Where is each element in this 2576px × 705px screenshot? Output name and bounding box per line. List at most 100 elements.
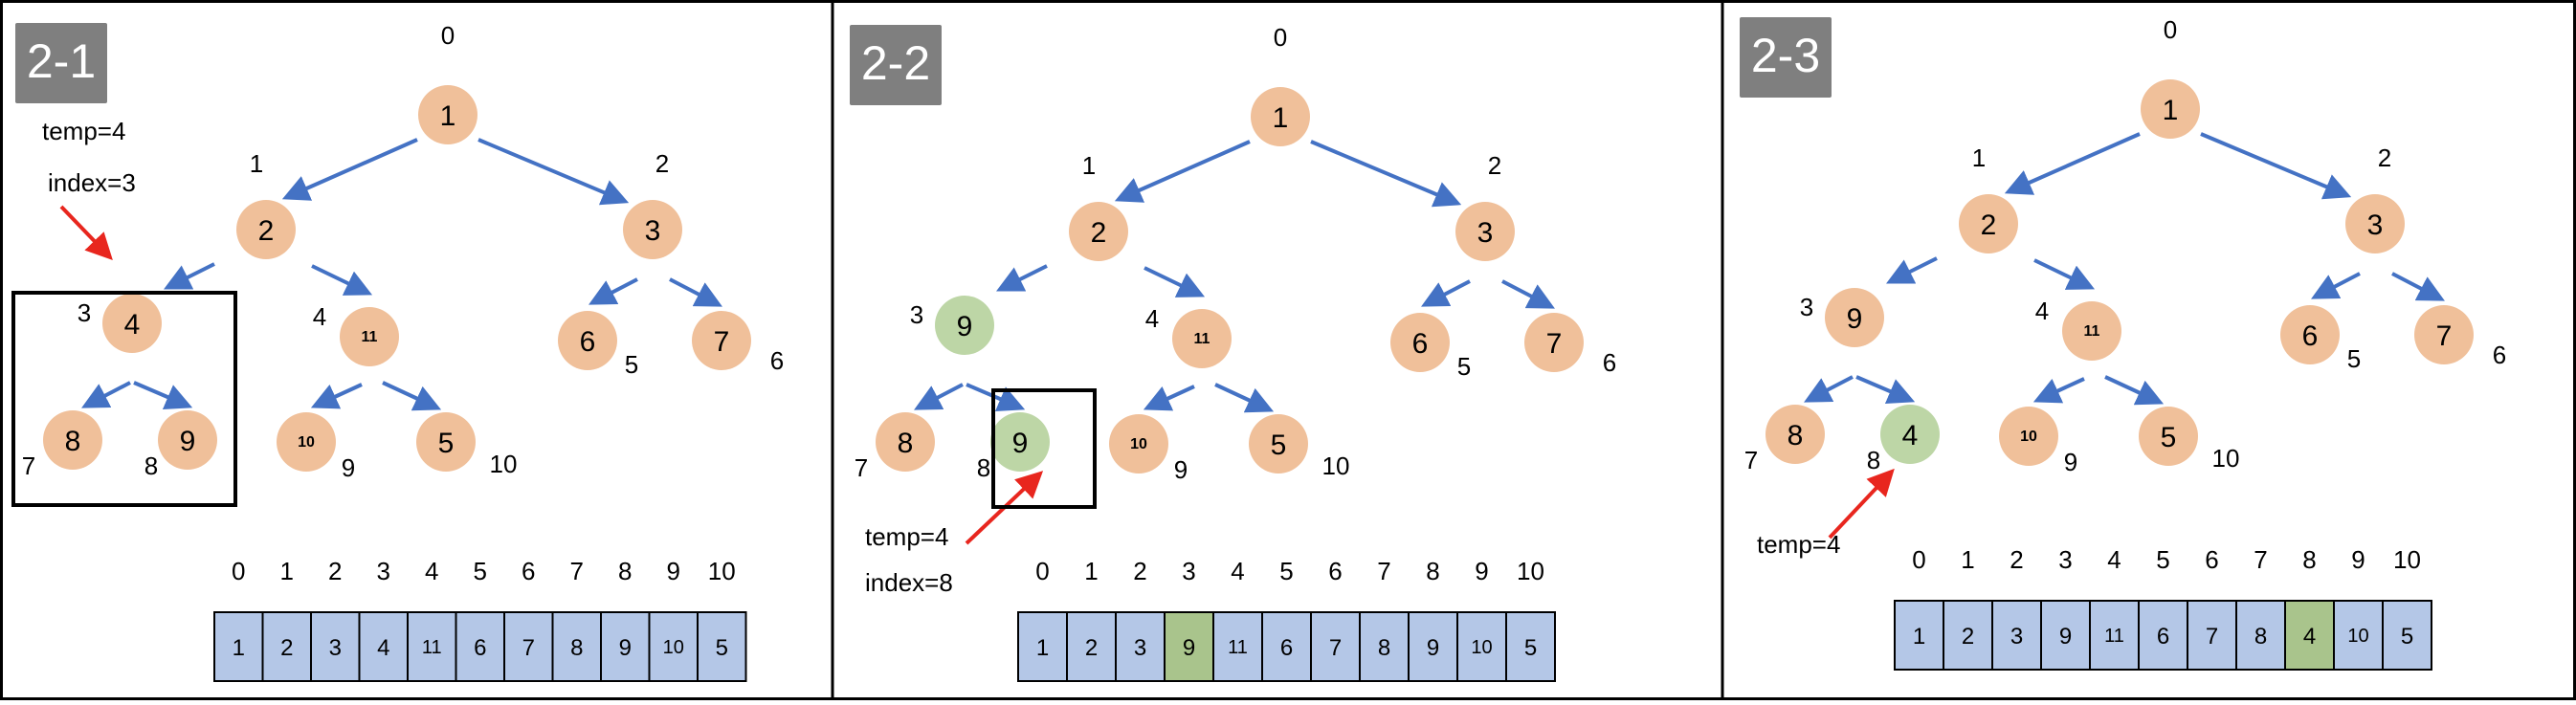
node-value: 3 bbox=[2367, 209, 2384, 241]
array-index-label: 7 bbox=[1377, 557, 1390, 585]
array-cell-box bbox=[1066, 611, 1117, 682]
node-value: 1 bbox=[1273, 102, 1289, 134]
node-circle bbox=[1959, 194, 2018, 253]
array-index-label: 1 bbox=[1084, 557, 1098, 585]
array-cell-box bbox=[1943, 600, 1993, 671]
array-index-label: 3 bbox=[2058, 545, 2072, 574]
tree-node: 10 bbox=[1251, 23, 1310, 146]
node-circle bbox=[416, 412, 476, 472]
node-index-label: 4 bbox=[1145, 304, 1159, 333]
array-cell: 7 bbox=[1310, 611, 1361, 682]
array-index-label: 6 bbox=[522, 557, 535, 585]
node-index-label: 10 bbox=[2212, 444, 2240, 473]
node-index-label: 5 bbox=[2347, 344, 2361, 373]
array-cell-value: 4 bbox=[2303, 624, 2316, 650]
node-index-label: 5 bbox=[625, 350, 638, 379]
edge-4-10 bbox=[382, 381, 442, 411]
node-circle bbox=[935, 296, 994, 355]
edge-4-9 bbox=[2032, 377, 2085, 404]
edge-2-5 bbox=[1421, 279, 1471, 307]
node-index-label: 7 bbox=[22, 452, 35, 480]
node-circle bbox=[623, 200, 682, 259]
node-value: 9 bbox=[1847, 303, 1863, 335]
tree-node: 10 bbox=[2141, 15, 2200, 139]
array-cell-box bbox=[697, 611, 747, 682]
node-index-label: 0 bbox=[2164, 15, 2177, 44]
edge-3-7 bbox=[914, 383, 964, 410]
array-cell-value: 2 bbox=[1085, 635, 1098, 661]
node-index-label: 1 bbox=[250, 149, 263, 178]
tree-node: 21 bbox=[1069, 151, 1128, 261]
edge-1-3 bbox=[1885, 256, 1938, 284]
node-circle bbox=[1455, 202, 1515, 261]
tree-node: 510 bbox=[416, 412, 517, 478]
array-index-label: 4 bbox=[1231, 557, 1244, 585]
node-value: 8 bbox=[898, 428, 914, 459]
edge-1-4 bbox=[2033, 258, 2096, 290]
array-cell: 7 bbox=[2187, 600, 2237, 671]
node-index-label: 2 bbox=[1488, 151, 1501, 180]
step-badge bbox=[15, 23, 107, 103]
tree-node: 114 bbox=[2035, 297, 2121, 361]
node-circle bbox=[1390, 313, 1450, 372]
node-circle bbox=[2345, 194, 2405, 253]
array-index-label: 8 bbox=[618, 557, 632, 585]
tree-node: 21 bbox=[236, 149, 296, 259]
array-cell: 6 bbox=[2138, 600, 2188, 671]
array-cell: 5 bbox=[2382, 600, 2432, 671]
tree-node: 76 bbox=[692, 311, 784, 375]
node-circle bbox=[1069, 202, 1128, 261]
array-cell-value: 1 bbox=[233, 635, 245, 661]
node-circle bbox=[43, 410, 102, 470]
array-cell: 3 bbox=[310, 611, 361, 682]
array-cell-value: 7 bbox=[2206, 624, 2218, 650]
edge-0-2 bbox=[1310, 140, 1462, 208]
node-circle bbox=[1524, 313, 1584, 372]
tree-node: 32 bbox=[623, 149, 682, 259]
edge-4-10 bbox=[2104, 375, 2165, 406]
edge-2-6 bbox=[1501, 279, 1555, 309]
array-cell-value: 6 bbox=[1280, 635, 1293, 661]
array-cell: 1 bbox=[1894, 600, 1944, 671]
array-cell-box bbox=[213, 611, 264, 682]
node-circle bbox=[2414, 305, 2474, 364]
tree-node: 11 4 bbox=[1145, 304, 1232, 368]
array-cell-value: 1 bbox=[1036, 635, 1049, 661]
array-index-label: 9 bbox=[2351, 545, 2365, 574]
array-cell: 4 bbox=[358, 611, 409, 682]
edge-4-10 bbox=[1214, 383, 1275, 413]
array-cell-box bbox=[2235, 600, 2286, 671]
node-circle bbox=[102, 294, 162, 353]
array-index-label: 2 bbox=[328, 557, 342, 585]
array-cell: 2 bbox=[1943, 600, 1993, 671]
array-index-label: 0 bbox=[232, 557, 245, 585]
array-cell-value: 8 bbox=[570, 635, 583, 661]
node-index-label: 3 bbox=[78, 298, 91, 327]
array-cell-value: 7 bbox=[1329, 635, 1342, 661]
temp-annotation: temp=4 bbox=[1757, 530, 1840, 559]
node-index-label: 3 bbox=[910, 300, 923, 329]
edge-0-1 bbox=[1114, 140, 1251, 203]
array-cell: 6 bbox=[455, 611, 505, 682]
tree-node: 87 bbox=[22, 410, 102, 480]
node-value: 11 bbox=[1194, 331, 1210, 347]
edge-2-5 bbox=[2311, 272, 2361, 299]
pointer-arrow bbox=[1828, 468, 1895, 540]
node-index-label: 4 bbox=[2035, 297, 2049, 325]
array-index-label: 9 bbox=[667, 557, 680, 585]
array-cell: 5 bbox=[1505, 611, 1556, 682]
edge-4-9 bbox=[1143, 385, 1195, 411]
index-annotation: index=3 bbox=[48, 168, 136, 197]
tree-node: 76 bbox=[1524, 313, 1616, 377]
array-cell-box bbox=[1017, 611, 1068, 682]
node-circle bbox=[236, 200, 296, 259]
array-cell: 10 bbox=[2333, 600, 2384, 671]
array-index-label: 10 bbox=[708, 557, 736, 585]
node-circle bbox=[1825, 288, 1884, 347]
array-cell-value: 2 bbox=[280, 635, 293, 661]
array-cell-value: 9 bbox=[1427, 635, 1439, 661]
tree-node: 65 bbox=[1390, 313, 1471, 381]
node-circle bbox=[158, 410, 217, 470]
